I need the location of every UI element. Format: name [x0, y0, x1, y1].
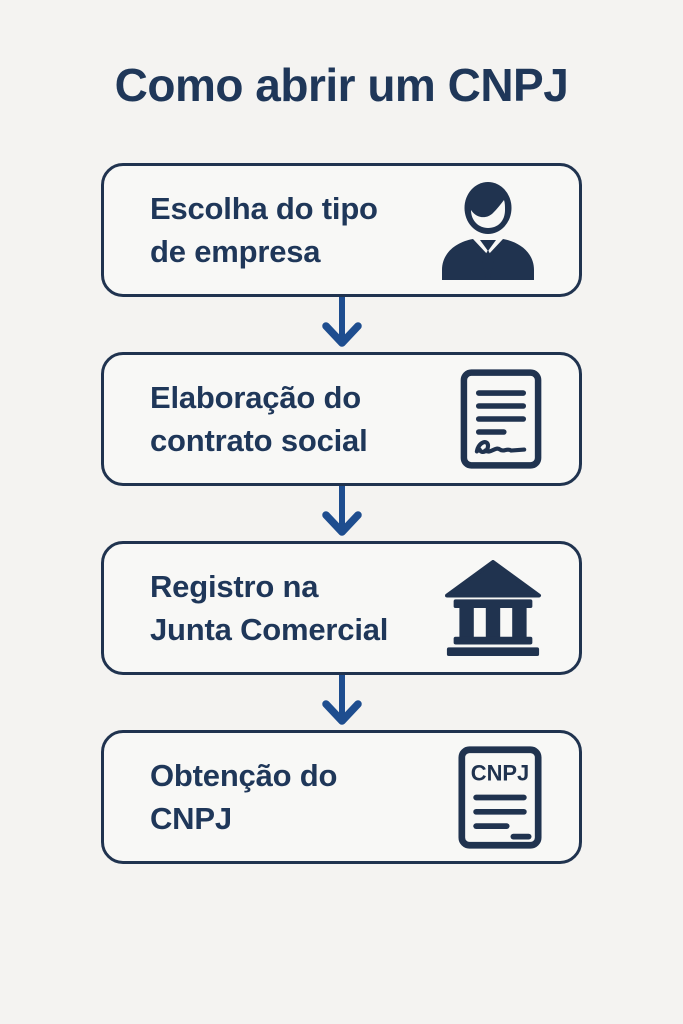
step-label: Elaboração do contrato social [150, 376, 368, 462]
down-arrow-icon [321, 486, 362, 536]
cnpj-document-icon: CNPJ [457, 745, 543, 850]
bank-building-icon [443, 560, 543, 656]
flow-connector [101, 297, 582, 352]
businessman-icon [433, 180, 543, 280]
step-label-line2: CNPJ [150, 801, 232, 836]
step-card-junta-comercial: Registro na Junta Comercial [101, 541, 582, 675]
step-label-line1: Escolha do tipo [150, 191, 378, 226]
cnpj-icon-text: CNPJ [471, 760, 530, 785]
page-title: Como abrir um CNPJ [114, 59, 569, 111]
flow-connector [101, 486, 582, 541]
flow-connector [101, 675, 582, 730]
step-label: Escolha do tipo de empresa [150, 187, 378, 273]
flowchart: Escolha do tipo de empresa [101, 163, 582, 864]
step-label-line1: Elaboração do [150, 380, 362, 415]
step-label-line1: Registro na [150, 569, 319, 604]
step-card-company-type: Escolha do tipo de empresa [101, 163, 582, 297]
step-label-line2: Junta Comercial [150, 612, 389, 647]
down-arrow-icon [321, 297, 362, 347]
step-label: Registro na Junta Comercial [150, 565, 388, 651]
step-card-social-contract: Elaboração do contrato social [101, 352, 582, 486]
step-label: Obtenção do CNPJ [150, 754, 337, 840]
step-label-line2: contrato social [150, 423, 368, 458]
down-arrow-icon [321, 675, 362, 725]
step-label-line1: Obtenção do [150, 758, 338, 793]
step-label-line2: de empresa [150, 234, 321, 269]
step-card-cnpj-obtained: Obtenção do CNPJ CNPJ [101, 730, 582, 864]
signed-contract-icon [459, 368, 543, 470]
